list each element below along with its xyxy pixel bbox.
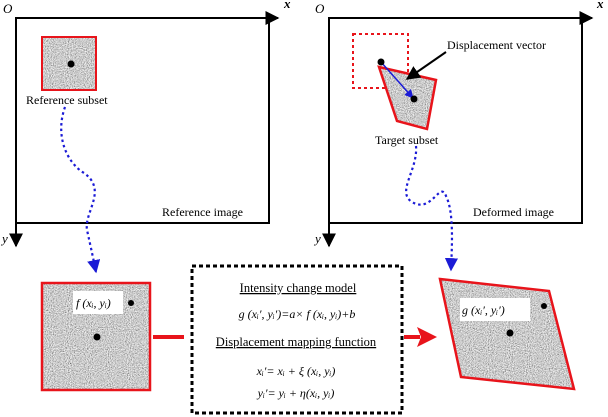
model-box: Intensity change model g (xᵢ′, yᵢ′)=a× f…	[190, 264, 404, 415]
displacement-vector-label: Displacement vector	[447, 38, 546, 52]
target-subset-zoom: g (xᵢ′, yᵢ′)	[438, 277, 576, 391]
reference-image-caption: Reference image	[162, 205, 243, 219]
deformed-target-point	[410, 95, 418, 103]
reference-image-panel: O x y Reference subset Reference image	[0, 0, 291, 248]
deformed-image-caption: Deformed image	[473, 205, 554, 219]
deformed-image-frame	[328, 17, 583, 224]
model-output-arrowhead	[417, 327, 437, 347]
target-intensity-label: g (xᵢ′, yᵢ′)	[462, 303, 505, 317]
reference-zoom-connector	[60, 106, 101, 274]
target-zoom-connector	[405, 145, 459, 272]
deformed-image-panel: O x y Displacement vector Target subset …	[313, 0, 604, 248]
zoom-target-speck	[541, 303, 547, 309]
mapping-equation-x: xᵢ′= xᵢ + ξ (xᵢ, yᵢ)	[256, 364, 336, 378]
mapping-equation-y: yᵢ′= yᵢ + η(xᵢ, yᵢ)	[257, 386, 335, 400]
zoom-target-point	[506, 329, 514, 337]
reference-intensity-label: f (xᵢ, yᵢ)	[76, 296, 111, 310]
origin-label-deformed: O	[315, 1, 325, 16]
displacement-vector	[380, 61, 414, 99]
zoom-reference-point	[93, 333, 101, 341]
reference-subset	[41, 36, 97, 91]
displacement-vector-pointer	[405, 51, 447, 80]
deformed-start-point	[377, 58, 385, 66]
reference-center-point	[67, 60, 75, 68]
target-subset-label: Target subset	[375, 133, 439, 147]
reference-subset-label: Reference subset	[26, 93, 108, 107]
y-axis-label-deformed: y	[313, 231, 321, 246]
x-axis-label: x	[283, 0, 291, 11]
zoom-reference-speck	[128, 300, 134, 306]
y-axis-label: y	[0, 231, 8, 246]
x-axis-label-deformed: x	[596, 0, 604, 11]
intensity-model-equation: g (xᵢ′, yᵢ′)=a× f (xᵢ, yᵢ)+b	[239, 307, 356, 321]
intensity-model-title: Intensity change model	[240, 281, 357, 295]
mapping-function-title: Displacement mapping function	[216, 335, 377, 349]
origin-label: O	[3, 1, 13, 16]
reference-subset-zoom: f (xᵢ, yᵢ)	[40, 281, 152, 392]
